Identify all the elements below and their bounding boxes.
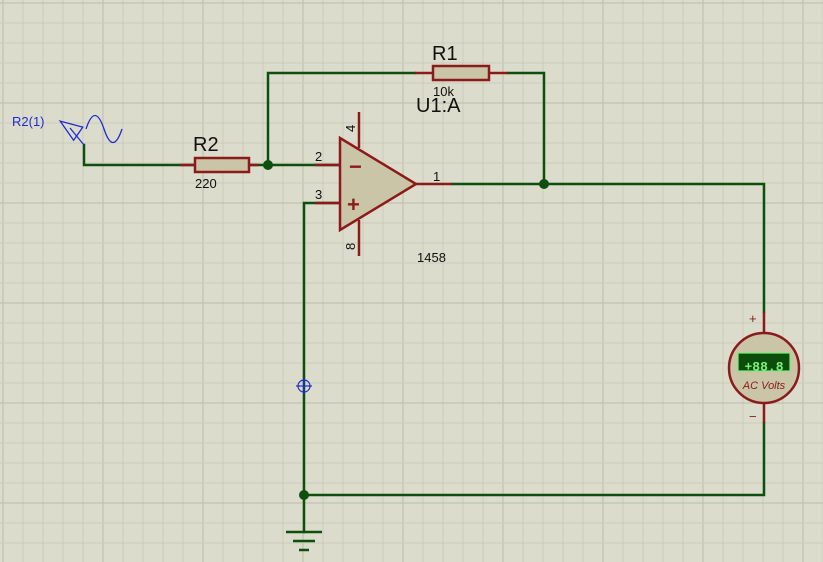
meter-minus-label: − xyxy=(749,409,757,424)
opamp-part-number: 1458 xyxy=(417,250,446,265)
ground-icon[interactable] xyxy=(286,530,322,552)
r2-name: R2 xyxy=(193,134,219,156)
wire-generator-to-r2[interactable] xyxy=(82,143,197,167)
opamp-u1a[interactable] xyxy=(315,112,452,256)
r2-value: 220 xyxy=(195,176,217,191)
resistor-r1[interactable] xyxy=(415,64,508,82)
crosshair-marker-icon[interactable] xyxy=(296,378,312,394)
pin-1-label: 1 xyxy=(433,169,440,184)
pin-3-label: 3 xyxy=(315,187,322,202)
opamp-inverting-symbol: − xyxy=(349,154,362,179)
r1-value: 10k xyxy=(433,84,454,99)
pin-2-label: 2 xyxy=(315,149,322,164)
generator-label: R2(1) xyxy=(12,114,45,129)
junction-dot xyxy=(263,160,273,170)
meter-display xyxy=(737,352,791,372)
wire-r1-to-output[interactable] xyxy=(506,71,546,186)
r1-name: R1 xyxy=(432,43,458,65)
junctions xyxy=(263,160,549,500)
wire-meter-to-ground-rail[interactable] xyxy=(302,421,766,497)
ac-sine-generator-icon[interactable] xyxy=(56,114,123,146)
junction-dot xyxy=(299,490,309,500)
wire-node-to-r1[interactable] xyxy=(266,71,417,167)
ac-voltmeter-icon[interactable] xyxy=(727,312,801,423)
resistor-r2[interactable] xyxy=(180,156,258,174)
meter-plus-label: + xyxy=(749,311,757,326)
pin-4-label: 4 xyxy=(343,125,358,132)
pin-8-label: 8 xyxy=(343,243,358,250)
junction-dot xyxy=(539,179,549,189)
opamp-noninverting-symbol: + xyxy=(347,192,360,217)
wire-output-to-meter[interactable] xyxy=(542,182,766,314)
meter-reading: +88.8 xyxy=(744,359,783,374)
meter-label: AC Volts xyxy=(742,380,786,392)
opamp-designator: U1:A xyxy=(416,95,461,117)
